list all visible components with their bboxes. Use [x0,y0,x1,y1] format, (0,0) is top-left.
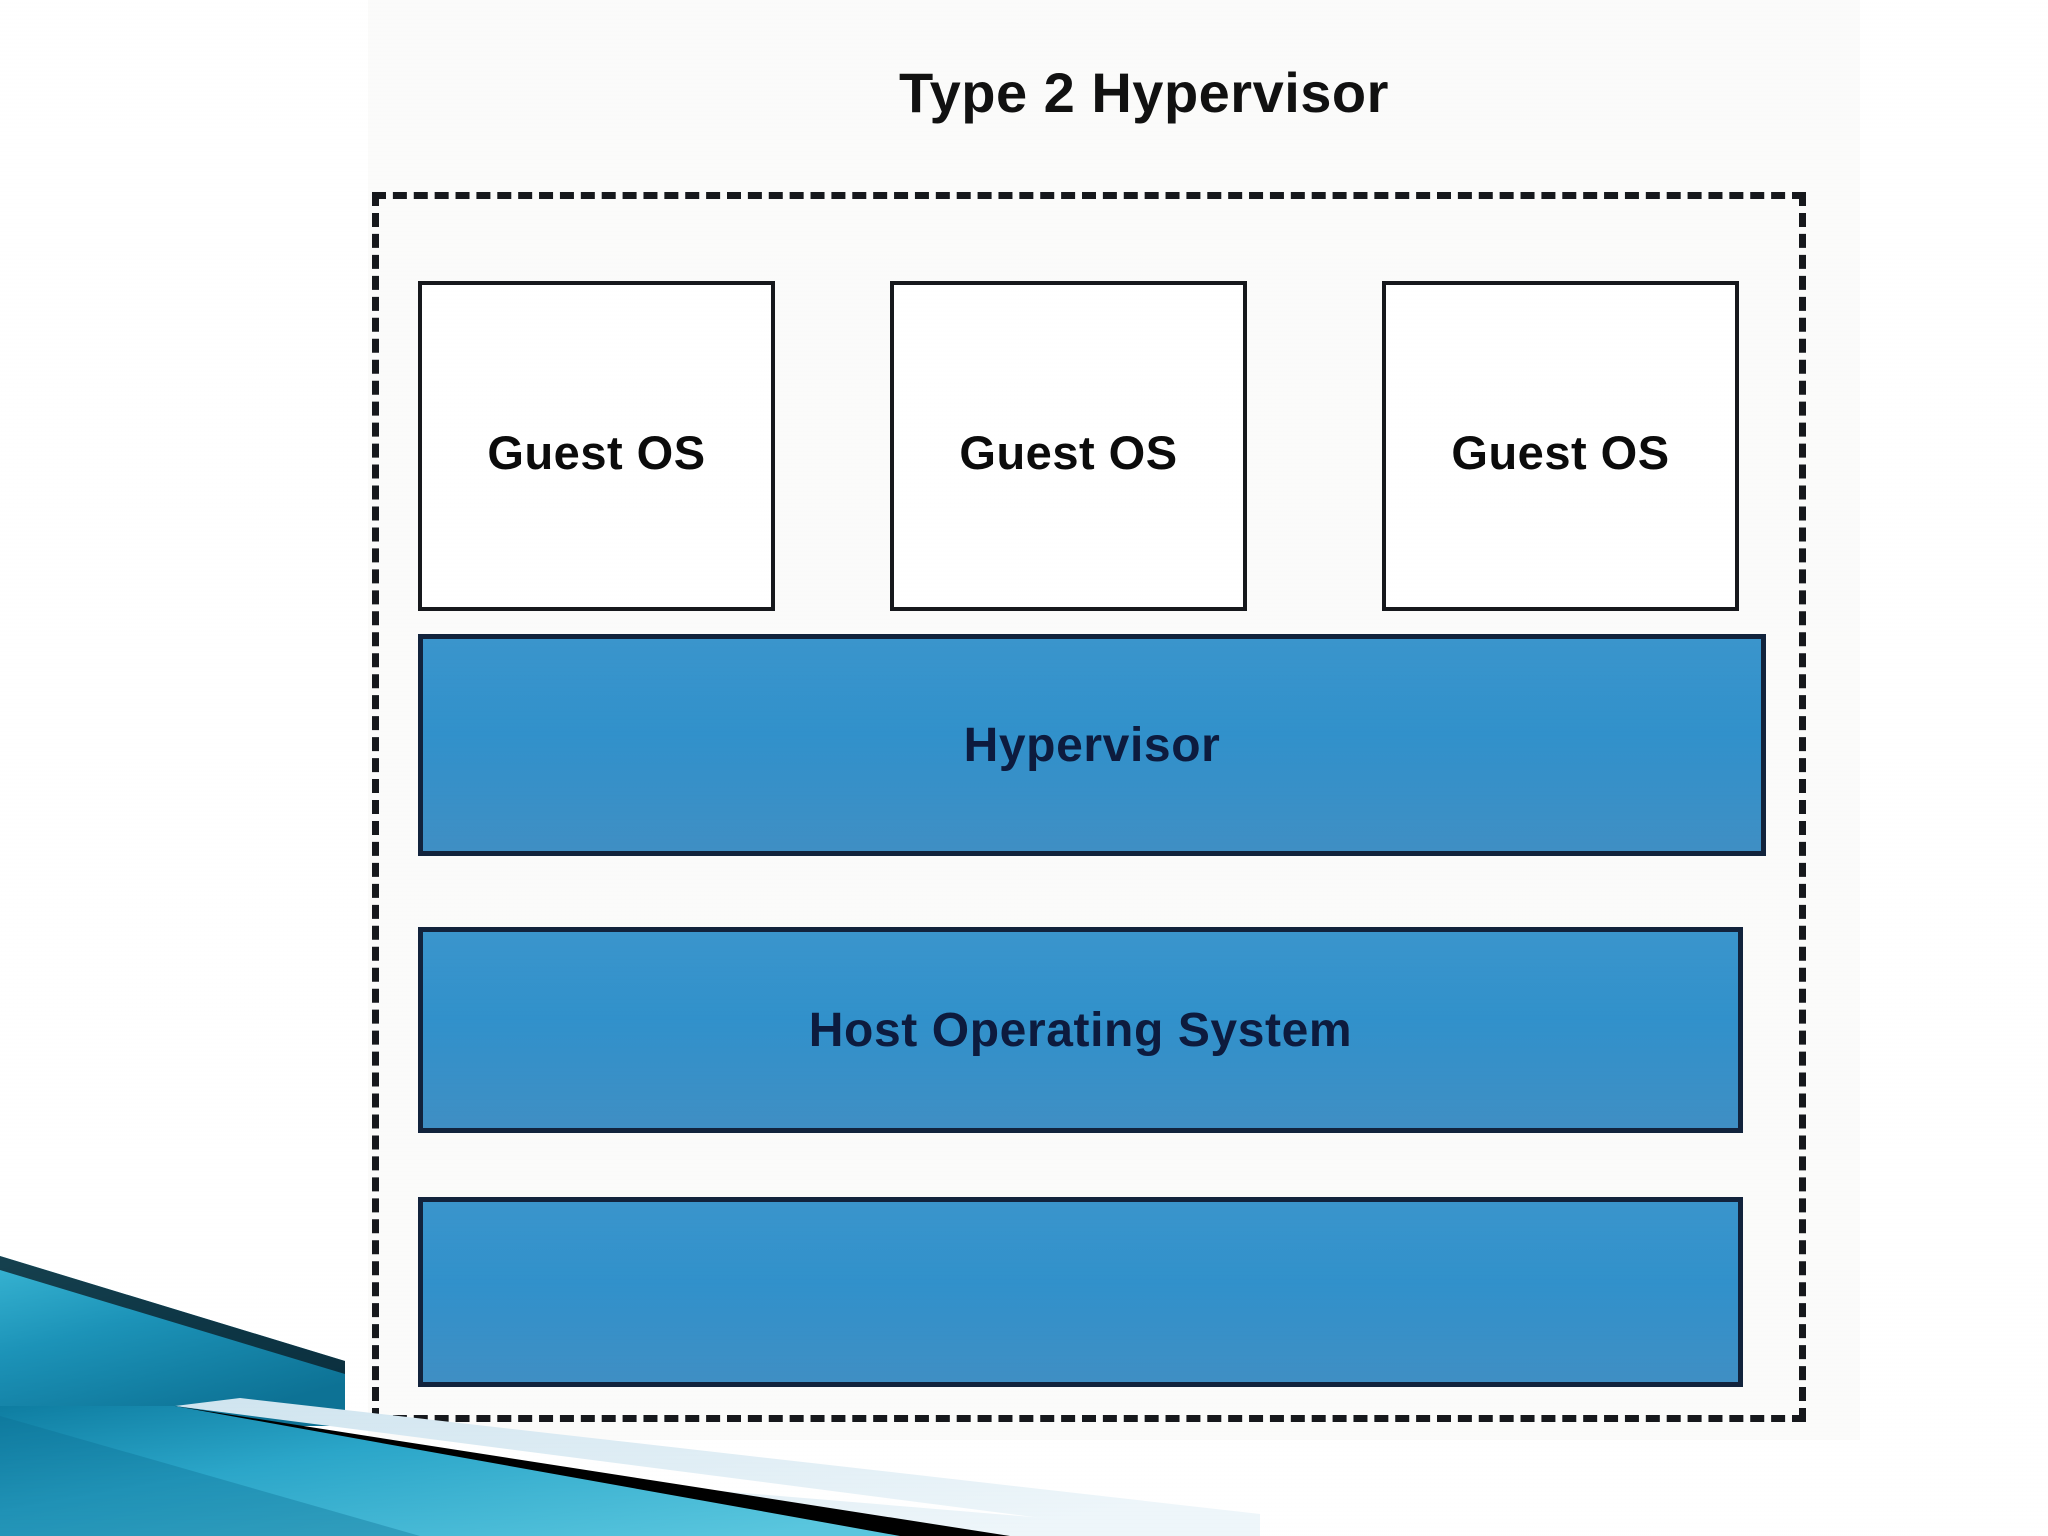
hypervisor-layer-bar[interactable]: Hypervisor [418,634,1766,856]
guest-os-label-3: Guest OS [1451,426,1670,479]
decor-wedge-upper [0,1256,345,1426]
guest-os-box-1[interactable]: Guest OS [418,281,775,611]
host-os-layer-bar[interactable]: Host Operating System [418,927,1743,1133]
guest-os-label-1: Guest OS [487,426,706,479]
guest-os-row: Guest OS Guest OS Guest OS [418,281,1740,611]
slide-title: Type 2 Hypervisor [0,62,2048,124]
decor-band-pale [0,1431,1260,1536]
guest-os-box-2[interactable]: Guest OS [890,281,1247,611]
decor-band-teal-shade [0,1416,420,1536]
guest-os-label-2: Guest OS [959,426,1178,479]
hardware-layer-bar[interactable] [418,1197,1743,1387]
host-os-label: Host Operating System [808,1003,1353,1057]
guest-os-box-3[interactable]: Guest OS [1382,281,1739,611]
decor-wedge-upper-edge [0,1256,345,1374]
hypervisor-label: Hypervisor [963,718,1221,772]
slide-title-text: Type 2 Hypervisor [899,61,1389,124]
